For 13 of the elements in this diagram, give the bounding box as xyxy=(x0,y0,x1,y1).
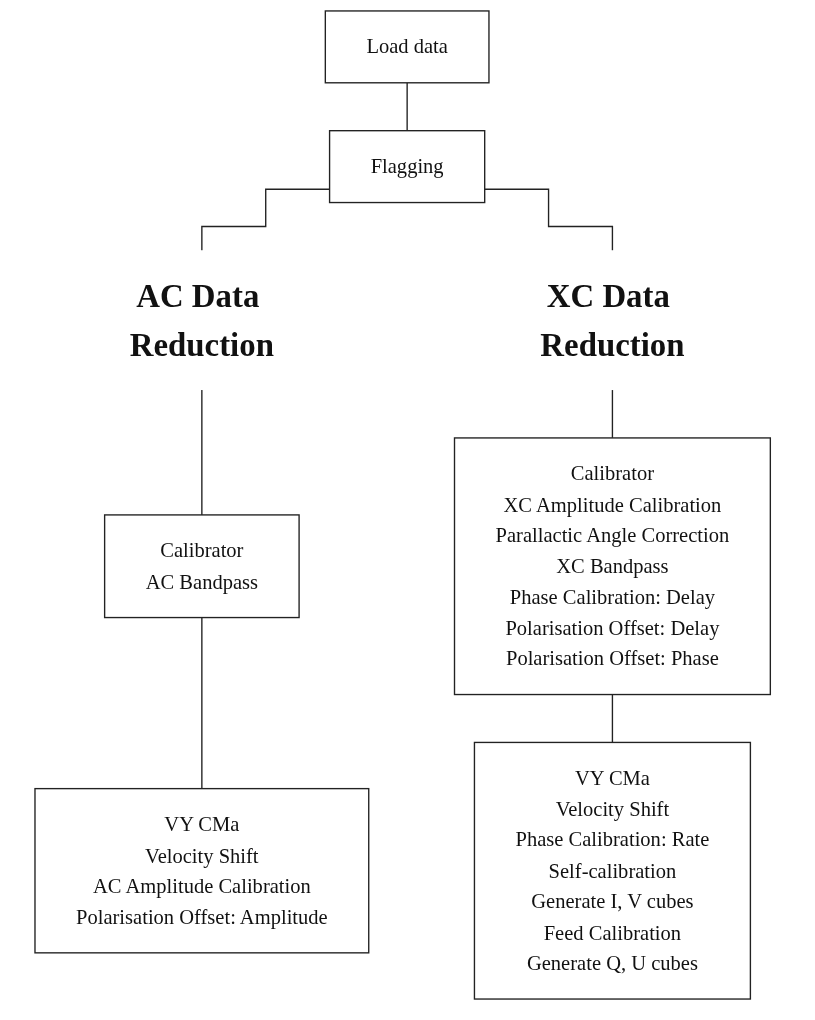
node-text: XC Data Reduction xyxy=(540,277,685,363)
connector xyxy=(201,616,203,790)
connector xyxy=(612,389,614,439)
node-box: Calibrator AC Bandpass xyxy=(104,514,301,619)
node-box: Calibrator XC Amplitude Calibration Parallactic Angle Correction XC Bandpass Phase Calibration: Delay Polarisation Offset: Delay Polarisation Offset: Phase xyxy=(454,437,772,696)
node-box: VY CMa Velocity Shift AC Amplitude Calibration Polarisation Offset: Amplitude xyxy=(34,787,370,954)
node-box: Load data xyxy=(325,10,490,84)
node-box: Flagging xyxy=(329,130,486,204)
node-box: VY CMa Velocity Shift Phase Calibration: Rate Self-calibration Generate I, V cubes Feed Calibration Generate Q, U cubes xyxy=(474,741,752,1000)
connector xyxy=(201,389,203,516)
connector xyxy=(612,693,614,744)
node-text: AC Data Reduction xyxy=(130,277,275,363)
connector xyxy=(406,82,409,132)
